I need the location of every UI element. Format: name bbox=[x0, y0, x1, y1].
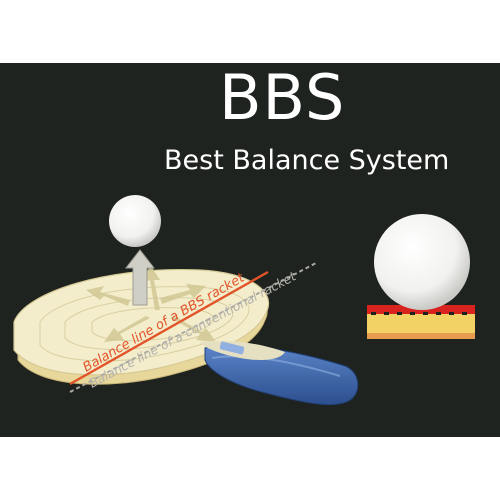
bbs-balance-line bbox=[69, 270, 269, 386]
subtitle-best-balance-system: Best Balance System bbox=[164, 145, 450, 176]
title-bbs: BBS bbox=[219, 61, 346, 134]
ping-pong-ball-icon bbox=[109, 195, 161, 247]
ball-on-rubber-icon bbox=[374, 214, 470, 310]
conventional-balance-line bbox=[69, 261, 319, 393]
handle bbox=[204, 344, 359, 406]
up-arrow-icon bbox=[124, 249, 156, 306]
racket bbox=[13, 264, 359, 406]
outward-arrows bbox=[86, 264, 216, 342]
rubber-pimples bbox=[371, 312, 467, 315]
handle-logo-plate bbox=[219, 341, 245, 355]
rubber-cross-section bbox=[367, 305, 475, 339]
